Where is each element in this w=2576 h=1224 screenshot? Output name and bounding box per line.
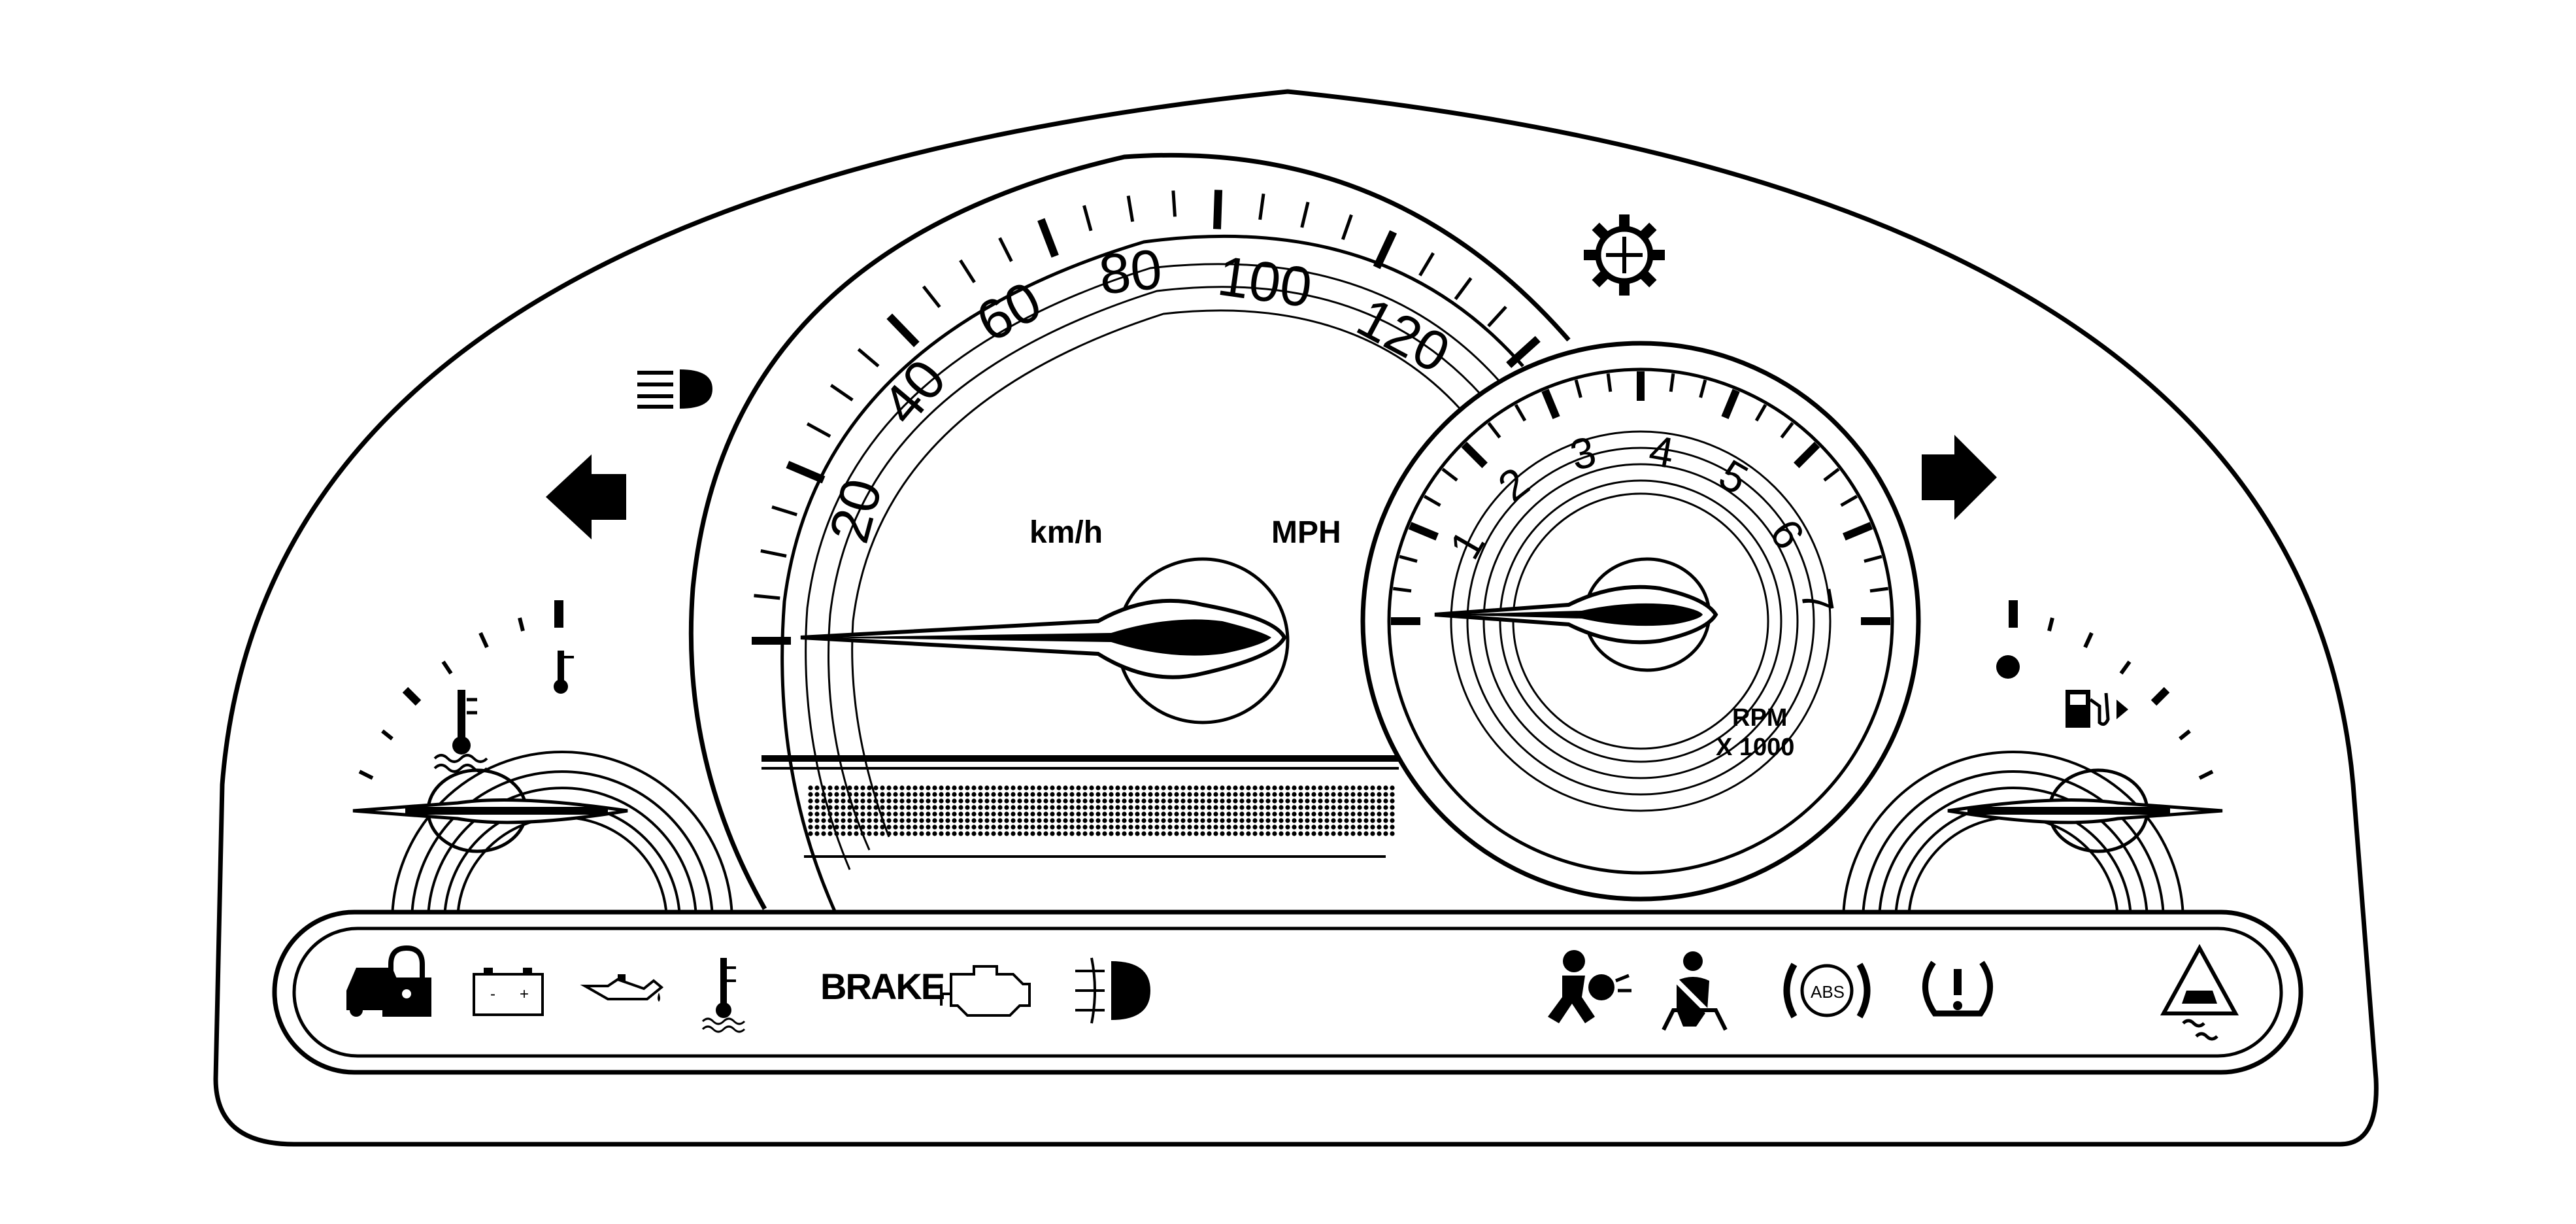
speed-scale-100: 100: [1214, 245, 1315, 320]
tick-mark: [1869, 586, 1889, 593]
tick-mark: [1669, 373, 1675, 392]
tick-mark: [1213, 190, 1223, 230]
odometer-display: [761, 755, 1399, 858]
tick-mark: [1392, 586, 1412, 593]
tick-mark: [754, 594, 780, 600]
tick-mark: [1399, 554, 1418, 563]
brake-warning-label: BRAKE: [820, 966, 945, 1007]
tick-mark: [1126, 196, 1135, 222]
tick-mark: [1441, 468, 1458, 482]
tick-mark: [1794, 441, 1820, 468]
tick-mark: [959, 259, 976, 284]
gear-icon: [1584, 214, 1665, 296]
unit-mph: MPH: [1271, 515, 1341, 550]
security-lock-icon: [346, 945, 431, 1017]
speedometer-bezel: [688, 152, 1571, 910]
right-turn-signal-icon: [1922, 435, 1997, 520]
empty-dot-icon: [1996, 655, 2020, 679]
tick-mark: [786, 460, 826, 484]
tick-mark: [1461, 441, 1488, 468]
speedometer: 20 40 60 80 100 120 km/h MPH: [688, 152, 1571, 917]
tick-mark: [1341, 214, 1353, 241]
check-engine-icon: [940, 965, 1031, 1017]
airbag-icon: [1548, 950, 1631, 1023]
tick-mark: [1754, 403, 1767, 422]
rpm-unit-label: RPM: [1732, 704, 1787, 732]
traction-control-icon: [2160, 944, 2239, 1041]
tick-mark: [998, 237, 1013, 262]
tachometer: 1 2 3 4 5 6 7 RPM X 1000: [1360, 341, 1921, 902]
tick-mark: [1258, 193, 1265, 220]
tick-mark: [771, 505, 797, 517]
svg-text:-: -: [490, 985, 495, 1003]
tick-mark: [1408, 522, 1439, 541]
speed-scale-80: 80: [1096, 237, 1165, 306]
tick-mark: [1487, 305, 1507, 328]
temperature-tick-marks: [358, 600, 563, 780]
tick-mark: [1780, 422, 1794, 439]
unit-kmh: km/h: [1029, 515, 1103, 550]
warning-light-bar: - + BRAKE: [272, 910, 2303, 1075]
coolant-temperature-icon: [701, 958, 746, 1033]
tick-mark: [1454, 277, 1473, 300]
tick-mark: [1300, 201, 1310, 228]
tick-mark: [829, 384, 854, 401]
tick-mark: [1606, 373, 1613, 392]
tachometer-tick-marks: [1391, 371, 1890, 625]
tick-mark: [1699, 379, 1707, 398]
fog-lamp-icon: [1075, 957, 1150, 1024]
tick-mark: [1514, 403, 1527, 422]
tick-mark: [1843, 522, 1873, 541]
fuel-gauge: [1842, 600, 2223, 923]
thermometer-icon: [554, 651, 574, 694]
rpm-multiplier-label: X 1000: [1716, 734, 1794, 761]
high-beam-icon: [637, 369, 712, 409]
left-turn-signal-icon: [546, 454, 626, 539]
tick-mark: [1373, 230, 1397, 269]
cluster-housing: [213, 89, 2379, 1147]
tick-mark: [1487, 422, 1501, 439]
tick-mark: [760, 549, 787, 558]
speedometer-tick-marks: [752, 190, 1541, 645]
tick-mark: [886, 313, 920, 347]
tick-mark: [1721, 388, 1740, 419]
svg-text:+: +: [520, 985, 529, 1003]
tick-mark: [1423, 494, 1441, 507]
tick-mark: [857, 348, 880, 367]
tick-mark: [922, 285, 941, 309]
oil-pressure-icon: [580, 974, 664, 1002]
tick-mark: [1574, 379, 1582, 398]
tick-mark: [1823, 468, 1840, 482]
fuel-tick-marks: [2009, 600, 2214, 780]
tick-mark: [1864, 554, 1882, 563]
battery-icon: - +: [473, 968, 544, 1016]
temperature-gauge: [352, 600, 733, 923]
tick-mark: [1840, 494, 1858, 507]
tick-mark: [1082, 205, 1093, 231]
tick-mark: [1037, 218, 1059, 258]
tick-mark: [1506, 335, 1541, 368]
abs-label: ABS: [1811, 982, 1845, 1002]
tick-mark: [1541, 388, 1560, 419]
fuel-pump-icon: [2066, 690, 2128, 728]
tick-mark: [806, 422, 831, 438]
tire-pressure-icon: [1922, 960, 1993, 1017]
seatbelt-icon: [1662, 951, 1728, 1031]
abs-icon: ABS: [1783, 962, 1871, 1019]
tick-mark: [1418, 252, 1435, 277]
tick-mark: [1171, 190, 1177, 217]
dot-matrix-display: [808, 785, 1395, 836]
